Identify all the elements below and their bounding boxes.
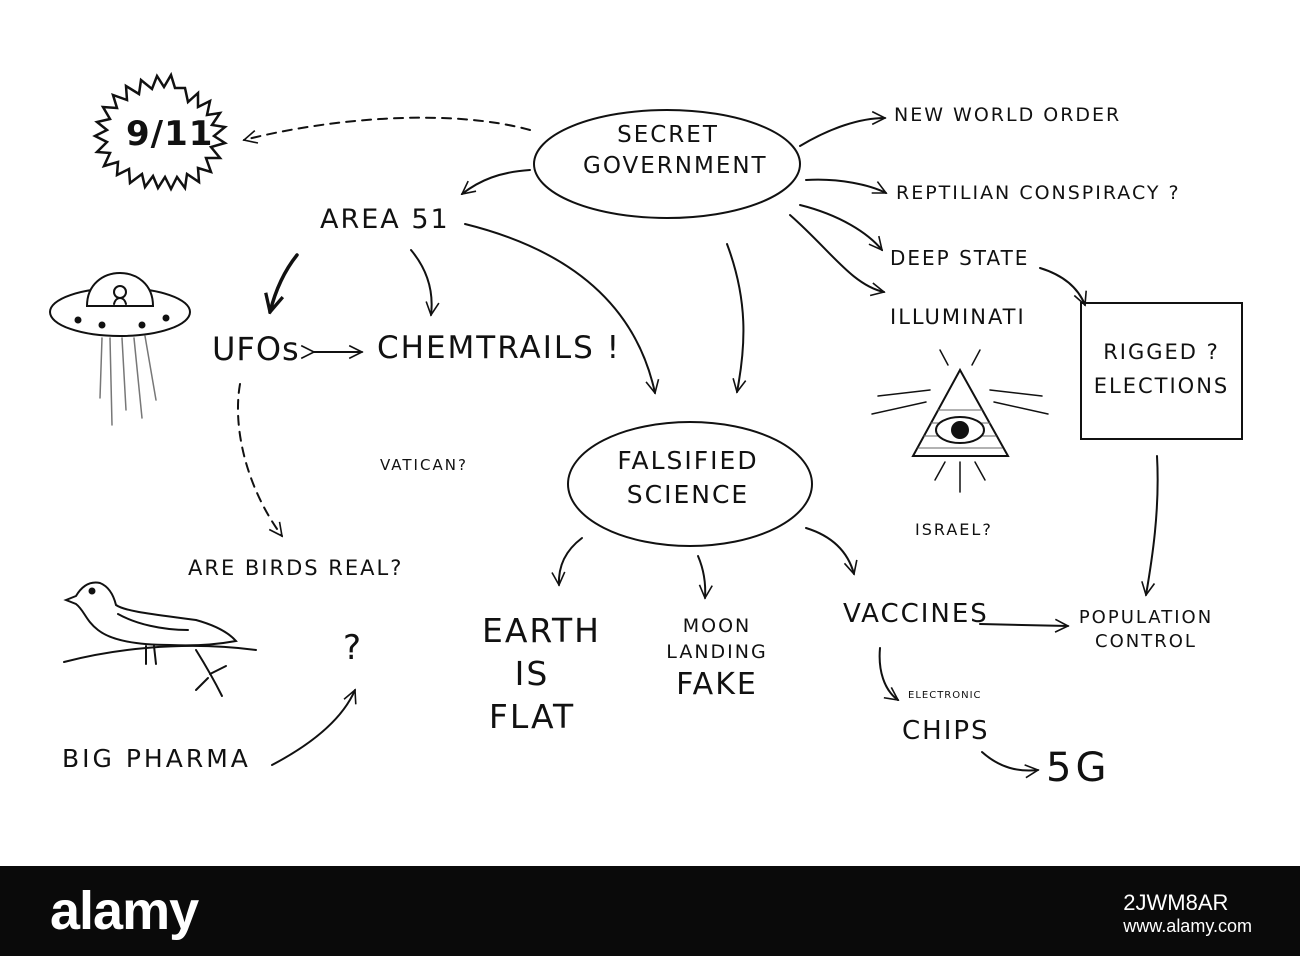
population-control-line-1: POPULATION [1078,607,1214,628]
alamy-logo: alamy [50,881,199,941]
area-51-node: AREA 51 [320,204,450,235]
rigged-elections-line-2: ELECTIONS [1093,373,1230,398]
five-g-node: 5G [1046,745,1111,791]
illuminati-pyramid-icon [871,349,1049,493]
moon-landing-line-3: FAKE [676,667,758,703]
falsified-science-line-2: SCIENCE [626,479,750,509]
earth-is-flat-node: EARTH IS FLAT [482,610,601,739]
arrow-rigged-to-population-control [1146,455,1159,595]
population-control-node: POPULATION CONTROL [1072,606,1220,655]
secret-government-ellipse [533,109,801,219]
rigged-elections-line-1: RIGGED ? [1103,340,1220,364]
chemtrails-node: CHEMTRAILS ! [377,330,622,366]
arrow-to-moon-landing [697,555,705,598]
chips-node: CHIPS [902,716,990,746]
watermark-bar: alamy 2JWM8AR www.alamy.com [0,866,1300,956]
ufos-node: UFOs [212,330,300,368]
population-control-line-2: CONTROL [1095,631,1197,653]
deep-state-node: DEEP STATE [890,246,1030,270]
vatican-node: VATICAN? [380,456,468,474]
israel-node: ISRAEL? [915,520,993,539]
arrow-big-pharma-to-question [271,690,355,766]
arrow-vaccines-to-population-control [979,624,1068,626]
big-pharma-node: BIG PHARMA [62,744,251,773]
ufo-icon [49,272,191,426]
image-id: 2JWM8AR [1123,890,1229,915]
arrow-vaccines-to-chips [878,647,898,700]
arrow-to-new-world-order [799,118,885,147]
vaccines-node: VACCINES [843,599,989,629]
arrow-area51-to-chemtrails [410,249,432,315]
illuminati-node: ILLUMINATI [890,305,1026,329]
mind-map-canvas: SECRET GOVERNMENT 9/11 NEW WORLD ORDER R… [49,71,1243,866]
moon-landing-line-2: LANDING [666,640,768,663]
arrow-to-9-11 [244,116,531,140]
earth-is-flat-line-1: EARTH [482,611,601,650]
arrow-to-vaccines [805,527,854,574]
arrow-ufos-to-are-birds-real [236,383,282,536]
arrow-deep-state-to-rigged [1039,267,1085,305]
moon-landing-fake-node: MOON LANDING FAKE [662,614,772,706]
bird-icon [63,581,257,697]
new-world-order-node: NEW WORLD ORDER [894,104,1122,126]
falsified-science-line-1: FALSIFIED [617,446,759,475]
arrow-area51-to-falsified-science [464,223,655,393]
electronic-label: ELECTRONIC [908,690,982,701]
falsified-science-ellipse [567,421,813,547]
arrow-to-reptilian [805,178,886,194]
moon-landing-line-1: MOON [682,615,752,637]
watermark-id-block: 2JWM8AR www.alamy.com [1123,890,1252,938]
earth-is-flat-line-3: FLAT [488,696,576,736]
site-url: www.alamy.com [1123,916,1252,937]
nine-eleven-starburst [92,71,229,192]
arrow-area51-to-ufos [270,253,299,312]
arrow-chips-to-5g [981,751,1038,770]
question-mark-node: ? [343,628,364,668]
connector-layer [49,71,1243,866]
falsified-science-node: FALSIFIED SCIENCE [588,444,788,512]
arrow-to-area-51 [462,169,531,194]
secret-government-node: SECRET GOVERNMENT [583,120,768,182]
secret-government-line-1: SECRET [617,122,719,148]
arrow-to-deep-state [799,204,882,250]
are-birds-real-node: ARE BIRDS REAL? [188,556,404,580]
nine-eleven-node: 9/11 [126,114,214,154]
arrow-sg-to-falsified-science [726,243,743,392]
secret-government-line-2: GOVERNMENT [583,153,768,180]
reptilian-conspiracy-node: REPTILIAN CONSPIRACY ? [896,182,1181,204]
arrow-to-earth-is-flat [559,537,583,585]
earth-is-flat-line-2: IS [514,653,550,693]
rigged-elections-box [1080,302,1243,440]
arrow-to-illuminati [789,214,884,292]
rigged-elections-node: RIGGED ? ELECTIONS [1081,336,1242,403]
